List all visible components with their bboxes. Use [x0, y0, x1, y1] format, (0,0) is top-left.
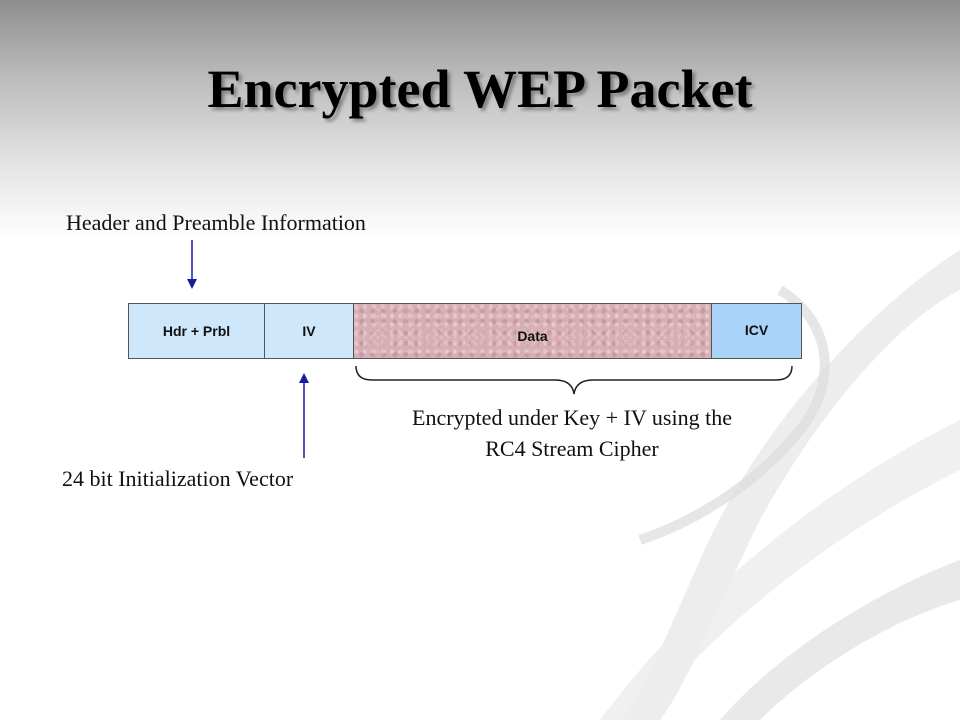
packet-segment-iv: IV — [265, 304, 354, 358]
packet-segment-data: Data — [354, 304, 712, 358]
slide-title: Encrypted WEP Packet — [207, 59, 753, 119]
header-preamble-label: Header and Preamble Information — [66, 210, 366, 235]
packet-segment-icv: ICV — [712, 304, 801, 358]
encryption-label-line1: Encrypted under Key + IV using the — [412, 405, 732, 430]
encryption-label: Encrypted under Key + IV using the RC4 S… — [372, 402, 772, 464]
wep-packet: Hdr + Prbl IV Data ICV — [128, 303, 802, 359]
encryption-label-line2: RC4 Stream Cipher — [485, 436, 659, 461]
iv-label: 24 bit Initialization Vector — [62, 466, 294, 491]
packet-segment-header: Hdr + Prbl — [129, 304, 265, 358]
